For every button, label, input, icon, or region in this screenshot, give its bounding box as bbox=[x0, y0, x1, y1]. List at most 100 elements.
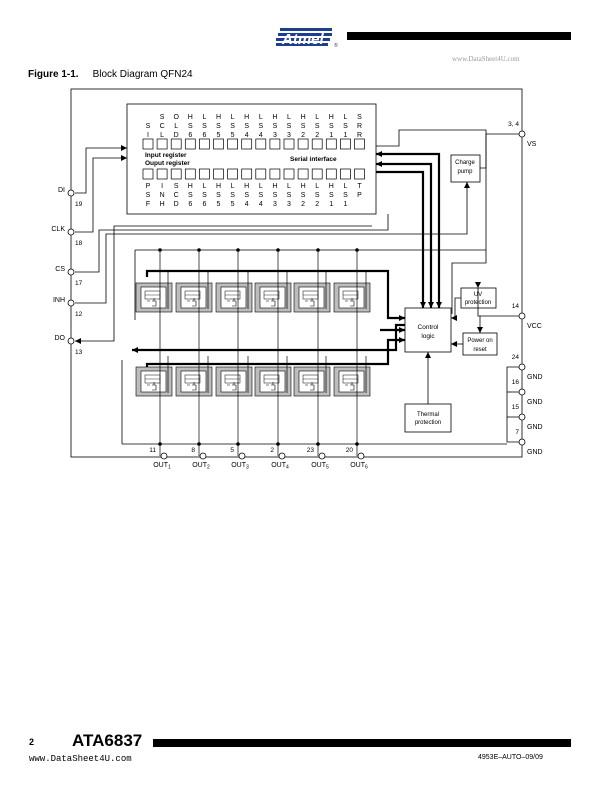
register-label-bottom: 2 bbox=[301, 201, 305, 208]
register-label-top: 4 bbox=[245, 132, 249, 139]
register-cell-bottom bbox=[297, 168, 309, 180]
pin-number: 12 bbox=[75, 311, 83, 318]
charge-pump-line2: pump bbox=[457, 169, 473, 175]
register-label-bottom: S bbox=[258, 192, 263, 199]
pin-out-3 bbox=[238, 452, 246, 460]
register-cell-top bbox=[156, 138, 168, 150]
page-number: 2 bbox=[29, 737, 35, 747]
register-cell-top bbox=[354, 138, 365, 150]
output-label: OUT1 bbox=[153, 462, 171, 471]
register-label-bottom: S bbox=[230, 192, 235, 199]
register-label-bottom: L bbox=[202, 183, 206, 190]
register-label-bottom: H bbox=[188, 183, 193, 190]
logo-text: Atmel bbox=[281, 31, 325, 48]
register-label-bottom: I bbox=[161, 183, 163, 190]
outer-frame bbox=[70, 88, 523, 458]
register-label-top: S bbox=[301, 123, 306, 130]
output-label: OUT4 bbox=[271, 462, 289, 471]
register-label-top: S bbox=[244, 123, 249, 130]
register-label-top: 5 bbox=[231, 132, 235, 139]
register-cell-top bbox=[142, 138, 154, 150]
register-label-top: S bbox=[315, 123, 320, 130]
register-label-bottom: C bbox=[174, 192, 179, 199]
register-label-top: H bbox=[244, 114, 249, 121]
register-label-top: C bbox=[160, 123, 165, 130]
doc-code: 4953E–AUTO–09/09 bbox=[478, 754, 543, 761]
input-register-label: Input register bbox=[145, 152, 187, 159]
register-cell-top bbox=[325, 138, 337, 150]
register-label-bottom: S bbox=[315, 192, 320, 199]
register-label-bottom: H bbox=[301, 183, 306, 190]
register-label-top: S bbox=[216, 123, 221, 130]
pin-number: 7 bbox=[515, 429, 519, 436]
register-label-top: L bbox=[287, 114, 291, 121]
register-label-top: L bbox=[174, 123, 178, 130]
register-cell-bottom bbox=[354, 168, 365, 180]
register-label-top: I bbox=[147, 132, 149, 139]
register-cell-top bbox=[297, 138, 309, 150]
pin-number: 5 bbox=[230, 447, 234, 454]
register-cell-top bbox=[340, 138, 351, 150]
transistor-icon bbox=[147, 298, 157, 307]
register-label-top: H bbox=[329, 114, 334, 121]
transistor-icon bbox=[227, 298, 237, 307]
register-label-bottom: 2 bbox=[315, 201, 319, 208]
register-label-bottom: S bbox=[188, 192, 193, 199]
register-label-top: D bbox=[174, 132, 179, 139]
power-on-reset-line1: Power on bbox=[467, 338, 492, 344]
power-on-reset-line2: reset bbox=[473, 347, 487, 353]
register-label-top: 2 bbox=[315, 132, 319, 139]
register-label-bottom: L bbox=[259, 183, 263, 190]
control-logic-line2: logic bbox=[421, 333, 435, 340]
register-cell-top bbox=[170, 138, 182, 150]
register-cell-top bbox=[311, 138, 323, 150]
register-label-bottom: 6 bbox=[188, 201, 192, 208]
pin-number: 20 bbox=[346, 447, 354, 454]
register-cell-top bbox=[269, 138, 281, 150]
atmel-logo: Atmel ® bbox=[276, 25, 340, 49]
register-label-bottom: S bbox=[301, 192, 306, 199]
pin-number: 3, 4 bbox=[508, 121, 519, 128]
register-cell-bottom bbox=[170, 168, 182, 180]
pin-label: GND bbox=[527, 424, 543, 431]
transistor-icon bbox=[187, 382, 197, 391]
register-label-bottom: 5 bbox=[217, 201, 221, 208]
pin-cs bbox=[67, 268, 75, 276]
pin-number: 23 bbox=[307, 447, 315, 454]
pin-out-6 bbox=[357, 452, 365, 460]
pin-out-1 bbox=[160, 452, 168, 460]
figure-number: Figure 1-1. bbox=[28, 69, 79, 80]
register-label-top: S bbox=[329, 123, 334, 130]
register-label-bottom: F bbox=[146, 201, 150, 208]
register-label-bottom: S bbox=[329, 192, 334, 199]
register-label-top: L bbox=[231, 114, 235, 121]
transistor-icon bbox=[345, 382, 355, 391]
register-cell-top bbox=[283, 138, 295, 150]
register-label-bottom: H bbox=[216, 183, 221, 190]
thermal-protection-line1: Thermal bbox=[417, 412, 439, 418]
register-label-bottom: S bbox=[343, 192, 348, 199]
pin-number: 13 bbox=[75, 349, 83, 356]
register-label-top: 3 bbox=[273, 132, 277, 139]
register-label-bottom: S bbox=[174, 183, 179, 190]
figure-title: Figure 1-1. Block Diagram QFN24 bbox=[28, 69, 193, 80]
register-label-bottom: L bbox=[287, 183, 291, 190]
register-label-top: S bbox=[202, 123, 207, 130]
output-label: OUT6 bbox=[350, 462, 368, 471]
pin-number: 24 bbox=[512, 354, 520, 361]
pin-label: GND bbox=[527, 399, 543, 406]
footer-bar bbox=[153, 739, 571, 747]
pin-number: 16 bbox=[512, 379, 520, 386]
register-cell-bottom bbox=[269, 168, 281, 180]
pin-label: INH bbox=[53, 297, 65, 304]
pin-gnd bbox=[518, 413, 526, 421]
figure-caption: Block Diagram QFN24 bbox=[92, 69, 193, 80]
register-label-bottom: T bbox=[357, 183, 362, 190]
pin-label: DO bbox=[55, 335, 66, 342]
pin-vs bbox=[518, 130, 526, 138]
control-logic-line1: Control bbox=[418, 324, 440, 331]
register-label-bottom: P bbox=[146, 183, 151, 190]
register-label-top: S bbox=[160, 114, 165, 121]
output-label: OUT3 bbox=[231, 462, 249, 471]
